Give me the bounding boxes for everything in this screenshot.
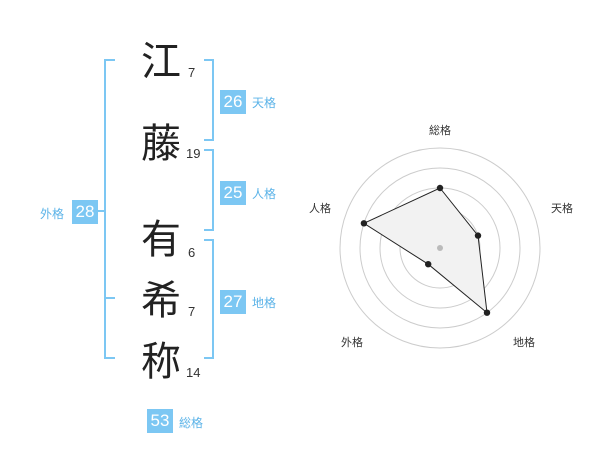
tenkaku-value: 26 <box>220 90 246 114</box>
tenkaku-label: 天格 <box>252 96 277 110</box>
gaikaku-label: 外格 <box>40 207 65 221</box>
radar-axis-label-chikaku: 地格 <box>513 335 535 349</box>
radar-points <box>360 184 491 316</box>
radar-axis-label-gaikaku: 外格 <box>341 335 363 349</box>
radar-center-dot <box>437 245 443 251</box>
name-char-5: 称 <box>141 339 181 385</box>
jinkaku-label: 人格 <box>252 187 277 201</box>
soukaku-label: 総格 <box>179 416 204 430</box>
radar-ring <box>359 167 521 329</box>
name-char-4: 希 <box>141 278 181 324</box>
radar-point-3 <box>425 261 432 268</box>
jinkaku-bracket <box>204 149 214 231</box>
radar-axis-label-jinkaku: 人格 <box>309 201 331 215</box>
radar-point-4 <box>360 220 368 227</box>
radar-point-1 <box>474 232 482 239</box>
name-char-2: 藤 <box>141 121 181 167</box>
chikaku-value: 27 <box>220 290 246 314</box>
radar-axis-label-tenkaku: 天格 <box>551 201 573 215</box>
gaikaku-bracket <box>104 59 115 359</box>
stroke-count-5: 14 <box>186 365 201 380</box>
chikaku-bracket <box>204 239 214 359</box>
stroke-count-1: 7 <box>188 65 196 80</box>
radar-score-polygon <box>362 187 488 314</box>
tenkaku-bracket <box>204 59 214 141</box>
stroke-count-4: 7 <box>188 304 196 319</box>
gaikaku-value: 28 <box>72 200 98 224</box>
stroke-count-2: 19 <box>186 146 201 161</box>
radar-ring <box>339 147 541 349</box>
name-char-1: 江 <box>141 39 181 85</box>
name-char-3: 有 <box>141 217 181 263</box>
radar-point-2 <box>483 309 491 316</box>
radar-point-0 <box>436 184 444 192</box>
soukaku-value: 53 <box>147 409 173 433</box>
stroke-count-3: 6 <box>188 245 196 260</box>
radar-axis-label-soukaku: 総格 <box>429 123 451 137</box>
jinkaku-value: 25 <box>220 181 246 205</box>
chikaku-label: 地格 <box>252 296 277 310</box>
